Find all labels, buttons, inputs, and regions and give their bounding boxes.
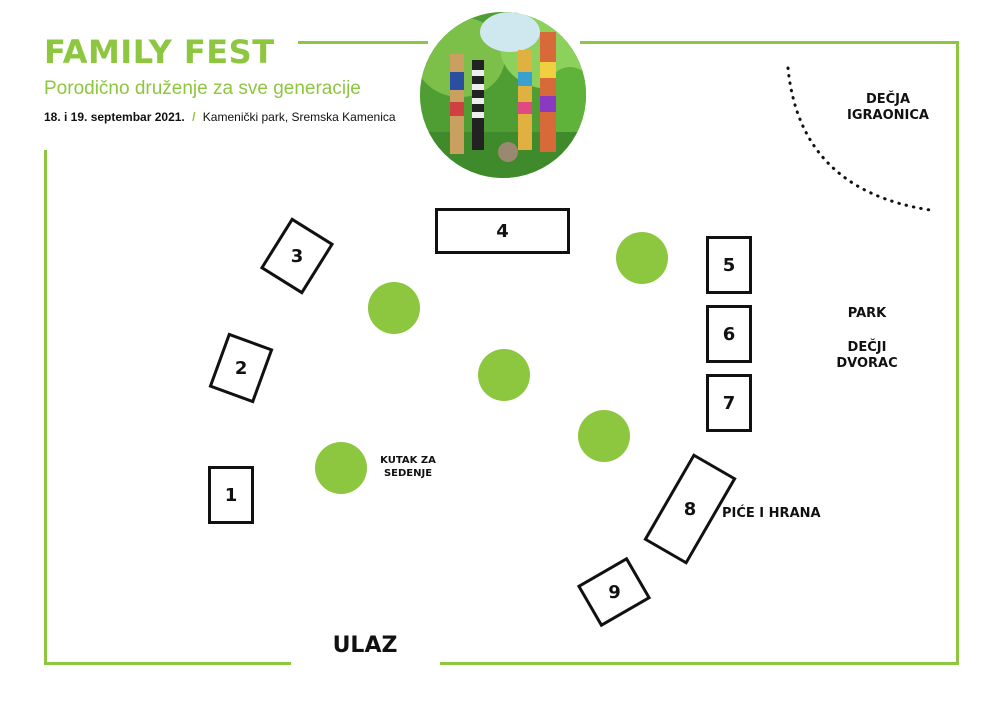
frame-top-left bbox=[298, 41, 428, 44]
seating-circle bbox=[578, 410, 630, 462]
castle-line1: DEČJI bbox=[847, 340, 887, 355]
seating-circle bbox=[315, 442, 367, 494]
stall-4[interactable]: 4 bbox=[435, 208, 570, 254]
seating-circle bbox=[478, 349, 530, 401]
stall-2-number: 2 bbox=[234, 357, 248, 379]
frame-bottom-right bbox=[440, 662, 959, 665]
stall-9-number: 9 bbox=[607, 581, 621, 603]
stall-8-number: 8 bbox=[683, 498, 697, 520]
seating-corner-label: KUTAK ZA SEDENJE bbox=[368, 455, 448, 480]
seating-line2: SEDENJE bbox=[383, 467, 433, 479]
stall-5[interactable]: 5 bbox=[706, 236, 752, 294]
stall-6-number: 6 bbox=[722, 323, 736, 345]
kids-playroom-label: DEČJA IGRAONICA bbox=[828, 92, 948, 125]
stall-7-number: 7 bbox=[722, 392, 736, 414]
stall-5-number: 5 bbox=[722, 254, 736, 276]
castle-label: DEČJI DVORAC bbox=[820, 340, 914, 373]
stall-1[interactable]: 1 bbox=[208, 466, 254, 524]
event-info: 18. i 19. septembar 2021. / Kamenički pa… bbox=[44, 110, 396, 124]
frame-left bbox=[44, 150, 47, 665]
stall-3-number: 3 bbox=[290, 245, 304, 267]
castle-line2: DVORAC bbox=[836, 356, 898, 372]
stall-3[interactable]: 3 bbox=[259, 217, 335, 295]
seating-circle bbox=[368, 282, 420, 334]
park-photo-image bbox=[420, 12, 586, 178]
page-subtitle: Porodično druženje za sve generacije bbox=[44, 78, 361, 99]
event-date: 18. i 19. septembar 2021. bbox=[44, 110, 185, 124]
seating-circle bbox=[616, 232, 668, 284]
stall-4-number: 4 bbox=[496, 220, 509, 242]
stall-2[interactable]: 2 bbox=[208, 332, 274, 404]
seating-line1: KUTAK ZA bbox=[380, 455, 436, 466]
separator: / bbox=[192, 110, 196, 124]
stall-6[interactable]: 6 bbox=[706, 305, 752, 363]
entrance-label: ULAZ bbox=[332, 633, 398, 658]
event-location: Kamenički park, Sremska Kamenica bbox=[202, 110, 396, 124]
kids-playroom-line1: DEČJA bbox=[865, 92, 911, 107]
frame-right bbox=[956, 41, 959, 665]
frame-bottom-left bbox=[44, 662, 291, 665]
playroom-boundary-arc bbox=[786, 66, 932, 212]
stall-9[interactable]: 9 bbox=[576, 556, 652, 628]
food-drinks-label: PIĆE I HRANA bbox=[722, 506, 821, 521]
stall-7[interactable]: 7 bbox=[706, 374, 752, 432]
stall-1-number: 1 bbox=[224, 484, 238, 506]
park-label: PARK bbox=[847, 306, 887, 321]
page-title: FAMILY FEST bbox=[44, 33, 275, 71]
frame-top-right bbox=[580, 41, 959, 44]
park-photo bbox=[420, 12, 586, 178]
kids-playroom-line2: IGRAONICA bbox=[847, 108, 929, 124]
